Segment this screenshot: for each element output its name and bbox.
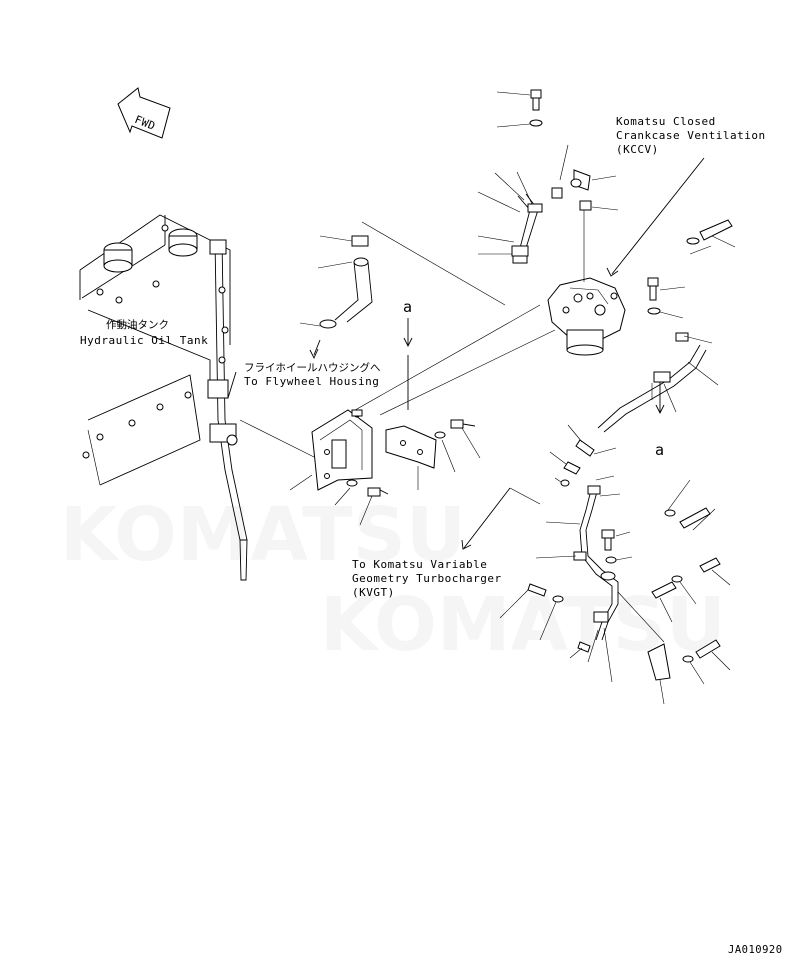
ref-a-label-2: a — [655, 441, 665, 459]
kccv-unit — [477, 89, 736, 356]
figure-id: JA010920 — [728, 944, 783, 956]
kvgt-label-line1: To Komatsu Variable — [352, 558, 487, 571]
flywheel-hose — [299, 235, 373, 360]
ref-arrow-a-left: a — [403, 298, 413, 410]
kccv-label-line1: Komatsu Closed — [616, 115, 716, 128]
hydraulic-tank-label-en: Hydraulic Oil Tank — [80, 334, 208, 347]
kccv-label-line3: (KCCV) — [616, 143, 659, 156]
ref-a-label: a — [403, 298, 413, 316]
kvgt-label-line3: (KVGT) — [352, 586, 395, 599]
reference-line-2 — [239, 419, 321, 461]
reference-line-4 — [379, 329, 556, 416]
fwd-arrow-icon: FWD — [117, 87, 171, 139]
reference-line-3 — [319, 304, 541, 431]
kvgt-leader — [461, 487, 541, 550]
hydraulic-tank-label-jp: 作動油タンク — [106, 318, 169, 331]
reference-line — [361, 221, 506, 306]
mount-bracket — [289, 409, 481, 526]
flywheel-label-en: To Flywheel Housing — [244, 375, 379, 388]
flywheel-label-jp: フライホイールハウジングへ — [244, 361, 381, 374]
kccv-label-line2: Crankcase Ventilation — [616, 129, 766, 142]
kvgt-label-line2: Geometry Turbocharger — [352, 572, 502, 585]
turbo-oil-line — [499, 424, 731, 705]
breather-hose: a — [597, 332, 719, 459]
hydraulic-tank-drawing — [79, 214, 248, 581]
flywheel-leader — [227, 371, 237, 399]
